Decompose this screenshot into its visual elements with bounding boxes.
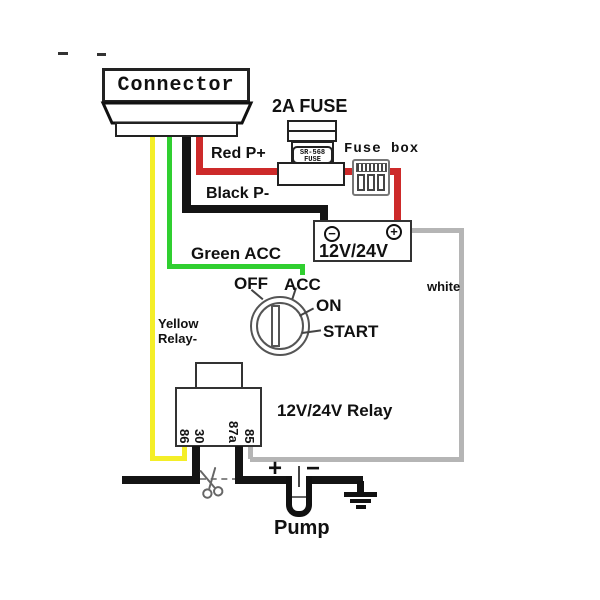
ground-stub <box>357 481 364 493</box>
battery-box: − + 12V/24V <box>313 220 412 262</box>
white-wire-segment <box>412 228 464 233</box>
red-wire-segment <box>196 136 203 175</box>
fuse-title: 2A FUSE <box>272 96 348 116</box>
fusebox-label: Fuse box <box>344 141 420 157</box>
black-wire-segment <box>235 476 292 484</box>
scissors-icon <box>199 467 224 499</box>
yellow-wire-label: Yellow Relay- <box>158 316 198 346</box>
black-wire-segment <box>192 446 200 483</box>
connector-trapezoid <box>100 101 254 125</box>
relay-pin-87a: 87a <box>226 421 241 443</box>
switch-position-start: START <box>323 322 379 341</box>
green-wire-label: Green ACC <box>191 244 282 263</box>
black-wire-segment <box>182 205 328 213</box>
red-wire-segment <box>196 168 280 175</box>
pump-label: Pump <box>274 517 330 539</box>
connector-box: Connector <box>102 68 250 103</box>
yellow-wire-label-line2: Relay- <box>158 331 198 346</box>
artifact-dash <box>97 53 106 56</box>
relay-label: 12V/24V Relay <box>277 401 393 420</box>
relay-pin-86: 86 <box>177 428 192 443</box>
fusebox-icon <box>352 159 390 196</box>
pump-minus-label: − <box>306 455 321 482</box>
battery-label: 12V/24V <box>319 241 389 261</box>
ignition-switch-inner <box>256 302 304 350</box>
white-wire-segment <box>248 445 253 459</box>
fuse-holder-label: SR-568 FUSE <box>292 146 333 164</box>
connector-base <box>115 122 238 137</box>
fuse-body <box>277 162 345 186</box>
fusebox-slot <box>367 174 375 191</box>
fusebox-stripe <box>356 163 387 172</box>
black-wire-label: Black P- <box>206 185 270 202</box>
switch-position-acc: ACC <box>284 275 321 294</box>
fusebox-slot <box>357 174 365 191</box>
black-wire-segment <box>311 476 363 484</box>
white-wire-label: white <box>427 279 461 294</box>
fuse-holder-line2: FUSE <box>304 156 321 164</box>
pump-level-line <box>292 496 306 498</box>
ground-bar <box>356 505 366 509</box>
pump-center-line <box>298 466 300 487</box>
cut-dashed-wire <box>200 478 238 480</box>
white-wire-segment <box>250 457 464 462</box>
relay-pin-30: 30 <box>192 428 207 443</box>
green-wire-segment <box>167 264 305 269</box>
fuse-cap-line <box>289 130 335 132</box>
artifact-dash <box>58 52 68 55</box>
black-wire-segment <box>235 446 243 483</box>
black-wire-segment <box>320 205 328 222</box>
black-wire-segment <box>122 476 200 484</box>
pump-plus-label: + <box>268 455 283 482</box>
fusebox-slot <box>377 174 385 191</box>
green-wire-segment <box>167 136 172 269</box>
yellow-wire-segment <box>150 136 155 461</box>
switch-position-off: OFF <box>234 274 268 293</box>
battery-plus-terminal: + <box>386 224 402 240</box>
fuse-holder-line1: SR-568 <box>299 149 326 157</box>
relay-top <box>195 362 243 389</box>
relay-pin-85: 85 <box>242 428 257 443</box>
relay-body: 86 30 87a 85 <box>175 387 262 447</box>
switch-position-on: ON <box>316 296 342 315</box>
ground-bar <box>344 492 377 497</box>
connector-label: Connector <box>117 74 235 97</box>
ignition-key-slot <box>271 305 280 347</box>
yellow-wire-segment <box>150 456 187 461</box>
ground-bar <box>350 499 371 503</box>
green-wire-segment <box>300 264 305 275</box>
white-wire-segment <box>459 228 464 462</box>
battery-minus-terminal: − <box>324 226 340 242</box>
yellow-wire-segment <box>182 444 187 461</box>
red-wire-segment <box>394 168 401 222</box>
fuse-cap <box>287 120 337 142</box>
yellow-wire-label-line1: Yellow <box>158 316 199 331</box>
red-wire-label: Red P+ <box>211 145 266 162</box>
black-wire-segment <box>182 136 191 213</box>
